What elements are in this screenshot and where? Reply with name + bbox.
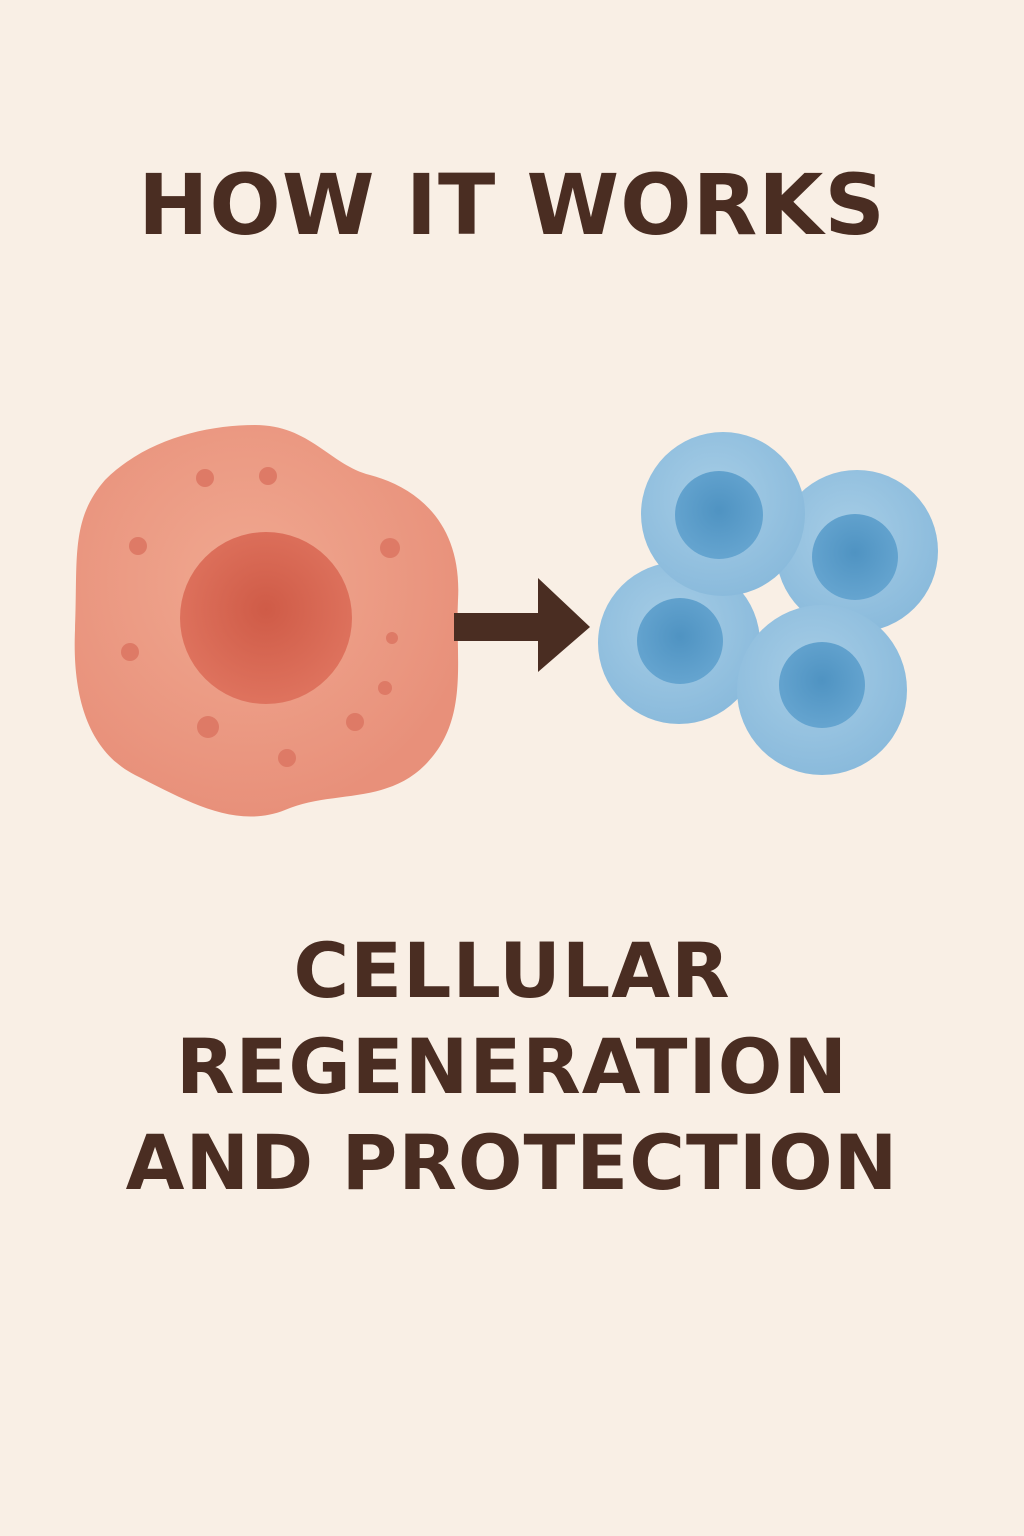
caption-line: REGENERATION xyxy=(175,1022,849,1111)
organelle-dots xyxy=(121,467,400,767)
regeneration-diagram xyxy=(74,425,938,817)
arrow-right-icon xyxy=(454,578,590,672)
regenerated-cells-icon xyxy=(598,432,938,775)
new-cell xyxy=(641,432,805,596)
page-title: HOW IT WORKS xyxy=(138,156,886,254)
new-cell xyxy=(598,562,760,724)
caption-line: AND PROTECTION xyxy=(125,1118,899,1207)
caption: CELLULAR REGENERATION AND PROTECTION xyxy=(0,923,1024,1211)
new-cell xyxy=(737,605,907,775)
damaged-cell-icon xyxy=(74,425,459,817)
cell-nucleus xyxy=(180,532,352,704)
new-cell xyxy=(776,470,938,632)
caption-line: CELLULAR xyxy=(293,926,731,1015)
